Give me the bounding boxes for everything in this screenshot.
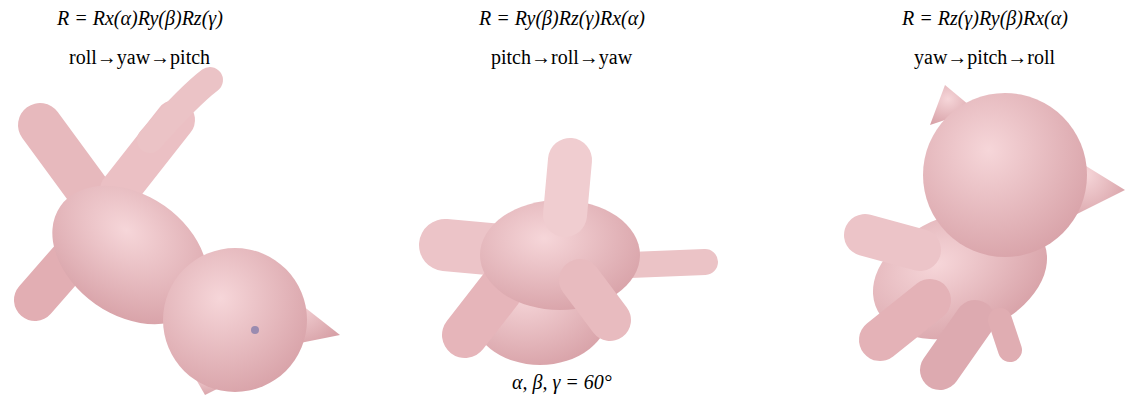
rotation-order: yaw→pitch→roll [914, 45, 1055, 69]
rotation-formula: R = Rx(α)Ry(β)Rz(γ) [57, 6, 223, 30]
cat-right [855, 85, 1125, 370]
cat-leg [865, 235, 920, 250]
cat-tail [1000, 320, 1010, 350]
cat-tail [150, 80, 210, 140]
cat-middle [445, 160, 705, 365]
cat-leg [580, 280, 610, 320]
rotation-order: pitch→roll→yaw [491, 45, 632, 69]
cat-leg [880, 300, 930, 340]
cat-left [26, 80, 340, 395]
cat-eye [251, 326, 259, 334]
cat-leg [565, 160, 570, 215]
rotation-formula: R = Ry(β)Rz(γ)Rx(α) [479, 6, 645, 30]
cat-tail [630, 262, 705, 265]
cat-head [923, 93, 1087, 257]
rotation-formula: R = Rz(γ)Ry(β)Rx(α) [902, 6, 1068, 30]
cat-leg [940, 320, 975, 370]
figure-caption: α, β, γ = 60° [512, 370, 612, 394]
cat-head [163, 248, 307, 392]
cat-leg [465, 290, 500, 335]
rotation-order: roll→yaw→pitch [69, 45, 210, 69]
